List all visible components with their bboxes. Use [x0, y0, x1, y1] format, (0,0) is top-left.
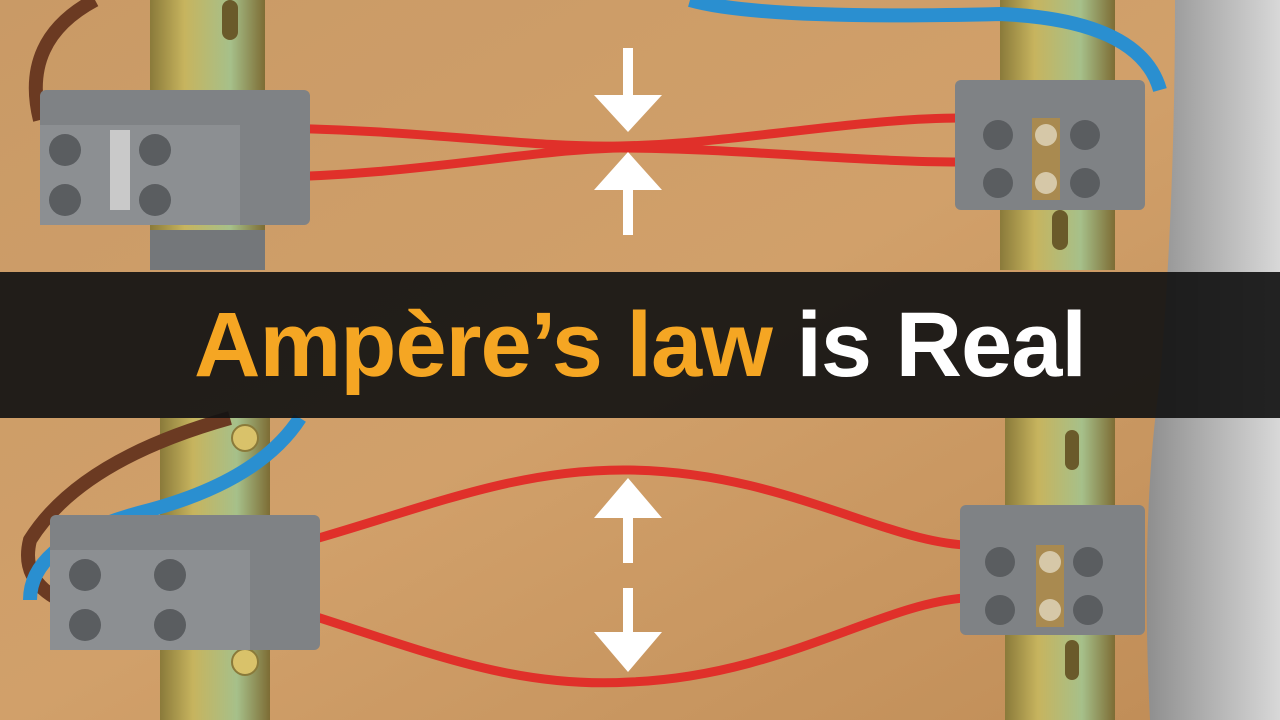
- red-wire-bottom-1: [253, 465, 966, 560]
- terminal-block-left-bottom: [50, 515, 320, 650]
- arrow-down-icon: [594, 588, 662, 672]
- arrow-up-icon: [594, 152, 662, 235]
- title-banner: Ampère’s law is Real: [0, 272, 1280, 418]
- red-wire-top-2: [244, 143, 961, 183]
- arrow-up-icon: [594, 478, 662, 563]
- blue-wire-top: [688, 0, 1167, 93]
- headline-rest: is Real: [796, 294, 1087, 396]
- blue-wire-bottom: [23, 414, 306, 601]
- headline: Ampère’s law is Real: [194, 299, 1087, 391]
- terminal-block-right-bottom: [960, 505, 1145, 635]
- red-wire-bottom-2: [253, 593, 966, 688]
- terminal-block-right-top: [955, 80, 1145, 210]
- headline-highlight: Ampère’s law: [194, 294, 773, 396]
- arrow-down-icon: [594, 48, 662, 132]
- brown-wire-top: [28, 0, 99, 122]
- terminal-block-left-top: [40, 90, 310, 270]
